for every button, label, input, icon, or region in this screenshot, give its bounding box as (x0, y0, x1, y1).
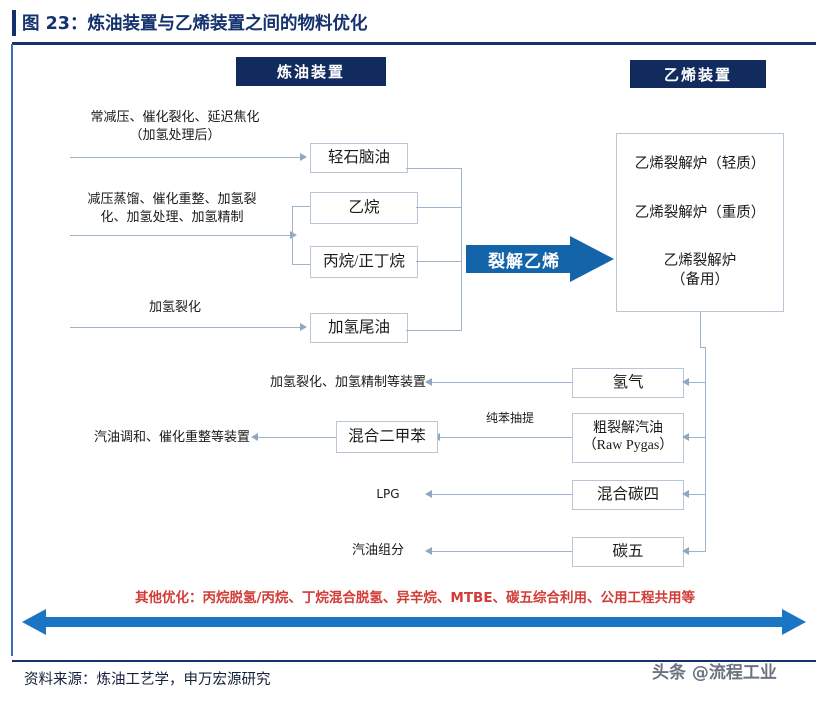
outflow-arrow-c5 (425, 547, 432, 555)
collector-line-naphtha (406, 168, 462, 169)
bidirectional-arrow-head-right (782, 609, 806, 635)
riser-arrow-hydrogen (682, 378, 689, 386)
feed-label-1-line1: 常减压、催化裂化、延迟焦化 (90, 109, 260, 124)
section-chip-refinery: 炼油装置 (236, 57, 386, 86)
product-box-c5: 碳五 (572, 537, 684, 567)
stream-box-hydro-tail-oil: 加氢尾油 (310, 313, 408, 343)
furnace-downcomer-elbow (700, 347, 706, 348)
title-accent-bar (12, 10, 16, 36)
outflow-line-c4 (432, 494, 572, 495)
process-label-benzene-extraction: 纯苯抽提 (485, 411, 534, 425)
riser-stub-hydrogen (688, 382, 706, 383)
outflow-line-hydrogen (432, 382, 572, 383)
feed-label-3: 加氢裂化 (148, 299, 201, 314)
figure-header: 图 23：炼油装置与乙烯装置之间的物料优化 (12, 10, 816, 40)
bracket-bottom-c3 (292, 264, 312, 265)
collector-line-propane (416, 261, 462, 262)
raw-pygas-line2: （Raw Pygas） (582, 438, 674, 453)
product-box-raw-pygas: 粗裂解汽油 （Raw Pygas） (572, 413, 684, 463)
stream-box-ethane: 乙烷 (310, 192, 418, 224)
riser-stub-pygas (688, 437, 706, 438)
riser-arrow-c4 (682, 490, 689, 498)
riser-stub-c4 (688, 494, 706, 495)
left-edge-rule (11, 44, 13, 656)
cracking-arrow-head (570, 236, 614, 282)
destination-label-gasoline-component: 汽油组分 (351, 542, 404, 557)
furnace-downcomer (700, 312, 701, 348)
riser-arrow-c5 (682, 547, 689, 555)
bidirectional-arrow-head-left (22, 609, 46, 635)
feed-arrowhead-2 (290, 231, 297, 239)
feed-line-2 (70, 235, 292, 236)
feed-arrowhead-3 (300, 323, 307, 331)
bidirectional-arrow (22, 609, 806, 635)
outflow-line-xylene (258, 437, 336, 438)
furnace-spare: 乙烯裂解炉 （备用） (664, 252, 737, 290)
stream-box-propane-butane: 丙烷/正丁烷 (310, 246, 418, 278)
product-box-mixed-c4: 混合碳四 (572, 480, 684, 510)
raw-pygas-line1: 粗裂解汽油 (593, 421, 663, 437)
cracking-arrow-body (466, 245, 572, 273)
bracket-top-c2 (292, 206, 312, 207)
destination-label-hydrogen: 加氢裂化、加氢精制等装置 (269, 374, 426, 389)
footer-divider (12, 660, 816, 662)
other-optimization-text: 其他优化：丙烷脱氢/丙烷、丁烷混合脱氢、异辛烷、MTBE、碳五综合利用、公用工程… (134, 590, 696, 606)
intermediate-box-mixed-xylene: 混合二甲苯 (336, 421, 438, 453)
collector-line-ethane (416, 207, 462, 208)
product-riser (705, 347, 706, 552)
destination-label-gasoline-blending: 汽油调和、催化重整等装置 (93, 429, 250, 444)
outflow-arrow-hydrogen (425, 378, 432, 386)
ethylene-furnace-group: 乙烯裂解炉（轻质） 乙烯裂解炉（重质） 乙烯裂解炉 （备用） (616, 133, 784, 312)
feed-label-2-line2: 化、加氢处理、加氢精制 (100, 209, 244, 224)
riser-arrow-pygas (682, 433, 689, 441)
outflow-line-pygas (440, 437, 572, 438)
feed-label-1-line2: （加氢处理后） (129, 127, 221, 142)
feed-line-3 (70, 327, 302, 328)
furnace-light: 乙烯裂解炉（轻质） (634, 156, 766, 173)
furnace-spare-line2: （备用） (671, 271, 729, 288)
outflow-arrow-xylene (251, 433, 258, 441)
furnace-heavy: 乙烯裂解炉（重质） (634, 204, 766, 221)
feed-line-1 (70, 157, 302, 158)
outflow-arrow-c4 (425, 490, 432, 498)
cracking-arrow-label: 裂解乙烯 (488, 251, 560, 271)
collector-line-tailoil (406, 330, 462, 331)
collector-riser (461, 168, 462, 331)
furnace-spare-line1: 乙烯裂解炉 (663, 253, 737, 270)
feed-label-2-line1: 减压蒸馏、催化重整、加氢裂 (87, 191, 257, 206)
destination-label-lpg: LPG (376, 487, 400, 501)
outflow-line-c5 (432, 551, 572, 552)
title-divider (12, 42, 816, 45)
bidirectional-arrow-bar (44, 617, 784, 627)
bracket-vertical-c2c3 (292, 206, 293, 264)
section-chip-ethylene: 乙烯装置 (630, 60, 766, 88)
source-note: 资料来源：炼油工艺学，申万宏源研究 (24, 672, 271, 688)
cracking-arrow: 裂解乙烯 (466, 236, 614, 282)
product-box-hydrogen: 氢气 (572, 368, 684, 398)
stream-box-light-naphtha: 轻石脑油 (310, 143, 408, 173)
watermark-label: 头条 @流程工业 (652, 663, 777, 683)
riser-stub-c5 (688, 551, 706, 552)
page-title: 图 23：炼油装置与乙烯装置之间的物料优化 (22, 14, 368, 34)
feed-arrowhead-1 (300, 153, 307, 161)
